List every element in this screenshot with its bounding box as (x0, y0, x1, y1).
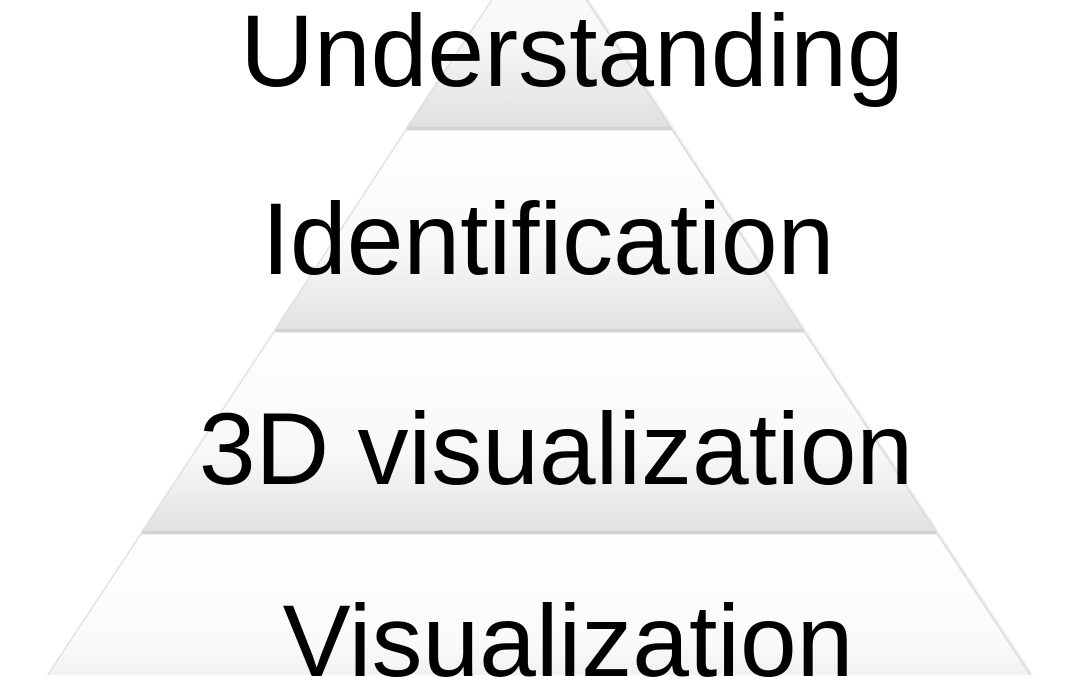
tier-label-3d-visualization: 3D visualization (198, 392, 914, 506)
pyramid-tier-visualization (47, 533, 1031, 675)
tier-label-identification: Identification (261, 182, 835, 296)
pyramid-tier-3d-visualization (141, 331, 937, 533)
tier-label-visualization: Visualization (282, 584, 854, 698)
pyramid-tier-understanding (406, 0, 672, 129)
tier-label-understanding: Understanding (240, 0, 904, 108)
pyramid-tier-identification (274, 129, 804, 331)
pyramid-diagram (47, 0, 1031, 675)
